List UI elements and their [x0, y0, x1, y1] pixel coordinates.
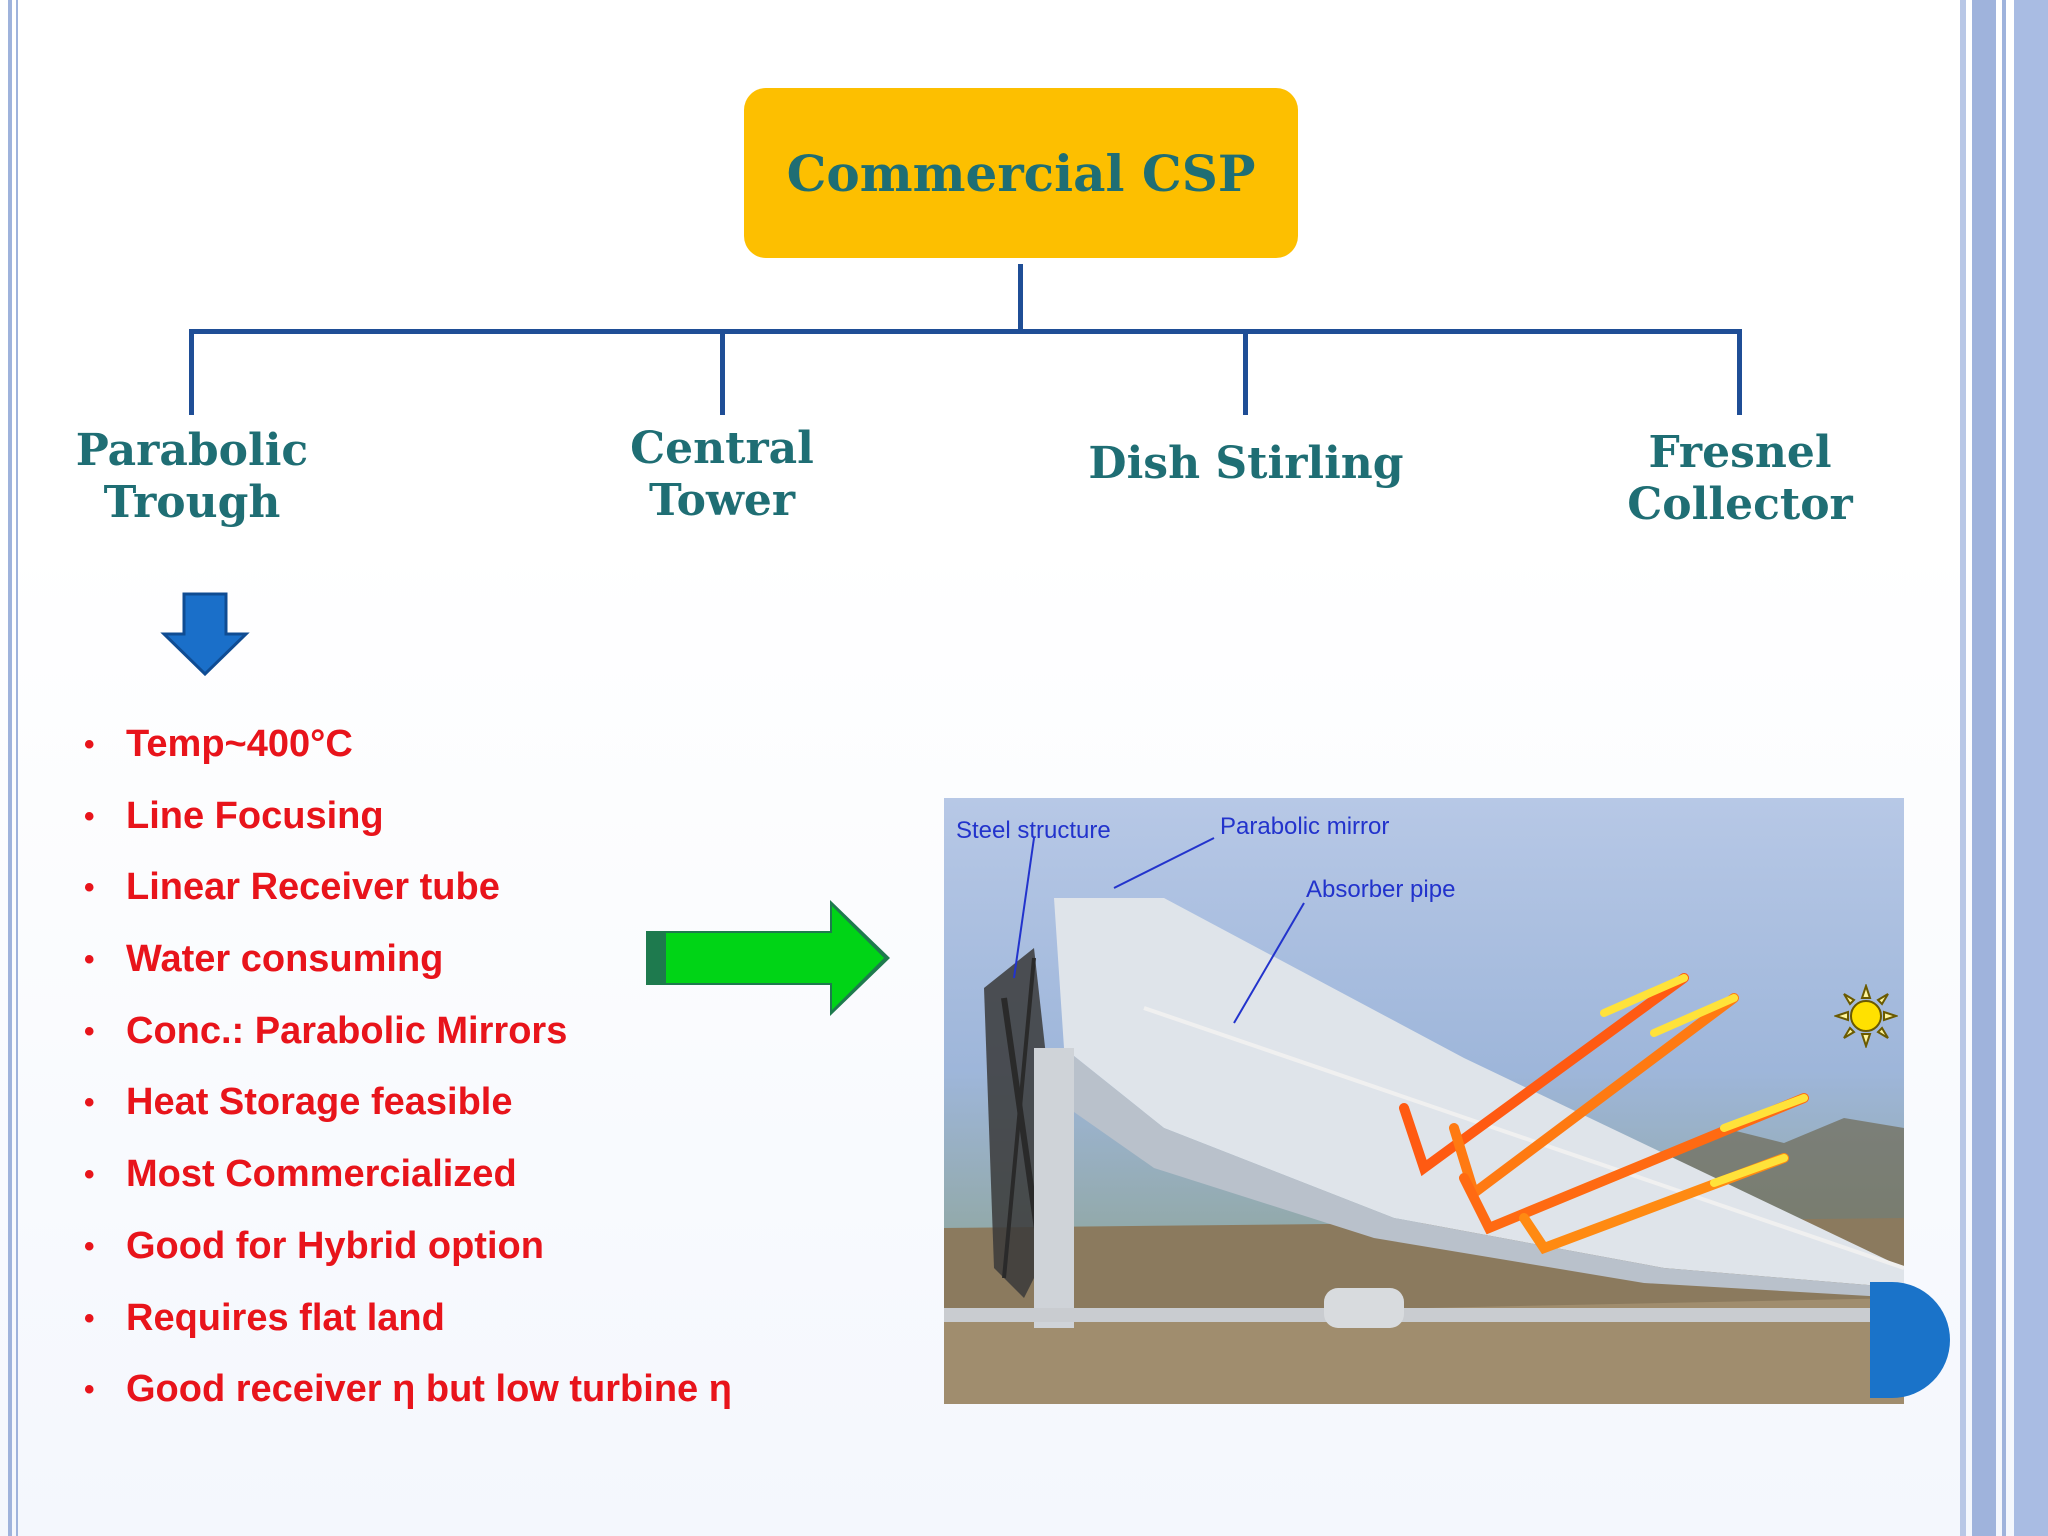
photo-illustration: Steel structure Parabolic mirror Absorbe… [944, 813, 1904, 1404]
down-arrow-icon [160, 592, 250, 676]
connector-horizontal [189, 329, 1742, 334]
list-item: •Requires flat land [84, 1296, 445, 1339]
list-item: •Water consuming [84, 938, 444, 981]
list-item: •Heat Storage feasible [84, 1081, 513, 1124]
connector-branch-4 [1737, 329, 1742, 415]
root-node-label: Commercial CSP [786, 143, 1256, 203]
list-item: •Linear Receiver tube [84, 866, 500, 909]
node-label-line2: Trough [103, 477, 281, 528]
right-arrow-icon [646, 900, 890, 1016]
node-label-line1: Central [630, 423, 814, 474]
connector-branch-1 [189, 329, 194, 415]
connector-root-stem [1018, 264, 1023, 332]
node-label-line2: Collector [1627, 479, 1853, 530]
node-dish-stirling: Dish Stirling [1046, 438, 1446, 490]
list-item: •Line Focusing [84, 794, 384, 837]
list-item: •Temp~400°C [84, 723, 353, 765]
list-item: •Good receiver η but low turbine η [84, 1368, 732, 1411]
list-item: •Good for Hybrid option [84, 1224, 544, 1267]
node-label-line1: Fresnel [1648, 427, 1832, 478]
parabolic-trough-photo: Steel structure Parabolic mirror Absorbe… [944, 798, 1904, 1404]
slide-border-left [8, 0, 12, 1536]
slide-border-right-outer [2014, 0, 2048, 1536]
feature-list: •Temp~400°C •Line Focusing •Linear Recei… [84, 714, 732, 1431]
connector-branch-3 [1243, 329, 1248, 415]
label-parabolic-mirror: Parabolic mirror [1220, 813, 1389, 840]
slide-border-right [1960, 0, 1966, 1536]
node-label-line2: Tower [648, 475, 796, 526]
list-item: •Most Commercialized [84, 1153, 517, 1196]
sun-icon [1834, 984, 1898, 1048]
label-steel-structure: Steel structure [956, 817, 1111, 844]
connector-branch-2 [720, 329, 725, 415]
list-item: •Conc.: Parabolic Mirrors [84, 1009, 568, 1052]
node-parabolic-trough: Parabolic Trough [42, 425, 342, 529]
node-label-line1: Dish Stirling [1088, 438, 1404, 489]
label-absorber-pipe: Absorber pipe [1306, 876, 1455, 903]
slide-border-left-inner [16, 0, 18, 1536]
slide-border-right-thin [2002, 0, 2006, 1536]
root-node-commercial-csp: Commercial CSP [744, 88, 1298, 258]
node-central-tower: Central Tower [572, 423, 872, 527]
node-label-line1: Parabolic [75, 425, 309, 476]
node-fresnel-collector: Fresnel Collector [1590, 427, 1890, 531]
slide-border-right-band [1972, 0, 1996, 1536]
decorative-half-circle [1870, 1282, 1950, 1398]
